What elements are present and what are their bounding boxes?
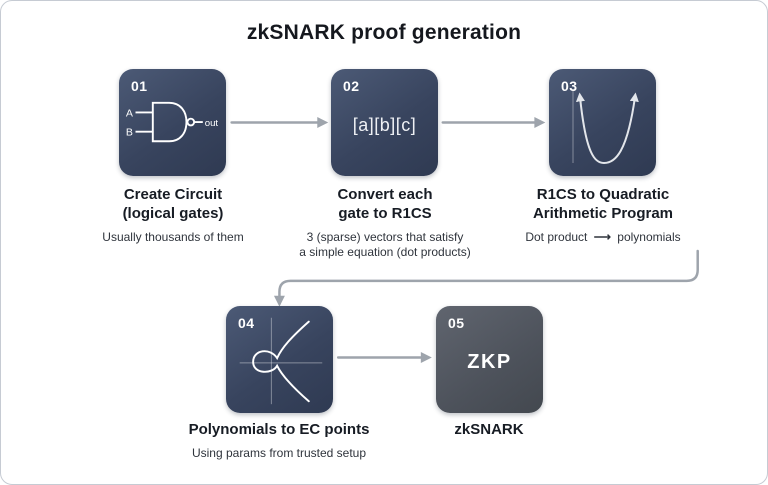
parabola-icon (572, 88, 639, 164)
step-box-05: 05 ZKP (436, 306, 543, 413)
step-number-03: 03 (561, 78, 578, 94)
caption-step-01: Create Circuit (logical gates) Usually t… (53, 185, 293, 245)
step3-title-line1: R1CS to Quadratic (536, 186, 670, 203)
gate-output-label: out (204, 117, 218, 128)
page-title: zkSNARK proof generation (246, 21, 522, 44)
step-number-04: 04 (238, 315, 255, 331)
step-number-01: 01 (131, 78, 148, 94)
gate-input-b-label: B (125, 126, 132, 138)
caption-step-05: zkSNARK (369, 420, 609, 439)
step2-subtitle-line1: 3 (sparse) vectors that satisfy (306, 230, 464, 244)
step-number-05: 05 (448, 315, 465, 331)
gate-input-a-label: A (125, 107, 133, 119)
step-box-01: 01 A B out (119, 69, 226, 176)
step2-subtitle: 3 (sparse) vectors that satisfy a simple… (265, 230, 505, 260)
right-arrow-icon: ⟶ (593, 230, 611, 244)
arrowhead-step3 (534, 117, 546, 128)
step3-title-line2: Arithmetic Program (532, 205, 674, 222)
step1-title-line2: (logical gates) (122, 205, 224, 222)
elliptic-curve-icon (239, 317, 322, 404)
step4-title: Polynomials to EC points (188, 421, 370, 438)
step-box-04: 04 (226, 306, 333, 413)
caption-step-02: Convert each gate to R1CS 3 (sparse) vec… (265, 185, 505, 260)
nand-gate-icon: A B out (125, 101, 218, 142)
step-box-02: 02 [a][b][c] (331, 69, 438, 176)
arrowhead-step2 (317, 117, 329, 128)
vectors-text: [a][b][c] (352, 115, 417, 135)
step1-subtitle: Usually thousands of them (102, 230, 244, 244)
caption-step-03: R1CS to Quadratic Arithmetic Program Dot… (483, 185, 723, 245)
step3-subtitle-prefix: Dot product (525, 230, 588, 244)
step5-title: zkSNARK (454, 421, 524, 438)
step3-subtitle-suffix: polynomials (617, 230, 681, 244)
step-box-03: 03 (549, 69, 656, 176)
zkp-text: ZKP (467, 351, 512, 373)
step2-title-line2: gate to R1CS (338, 205, 432, 222)
step2-title-line1: Convert each (337, 186, 433, 203)
arrowhead-step5 (420, 352, 432, 364)
step2-subtitle-line2: a simple equation (dot products) (299, 245, 471, 259)
caption-step-04: Polynomials to EC points Using params fr… (159, 420, 399, 461)
step1-title-line1: Create Circuit (123, 186, 223, 203)
step4-subtitle: Using params from trusted setup (191, 446, 367, 460)
step-number-02: 02 (343, 78, 360, 94)
step3-subtitle: Dot product ⟶ polynomials (483, 230, 723, 245)
